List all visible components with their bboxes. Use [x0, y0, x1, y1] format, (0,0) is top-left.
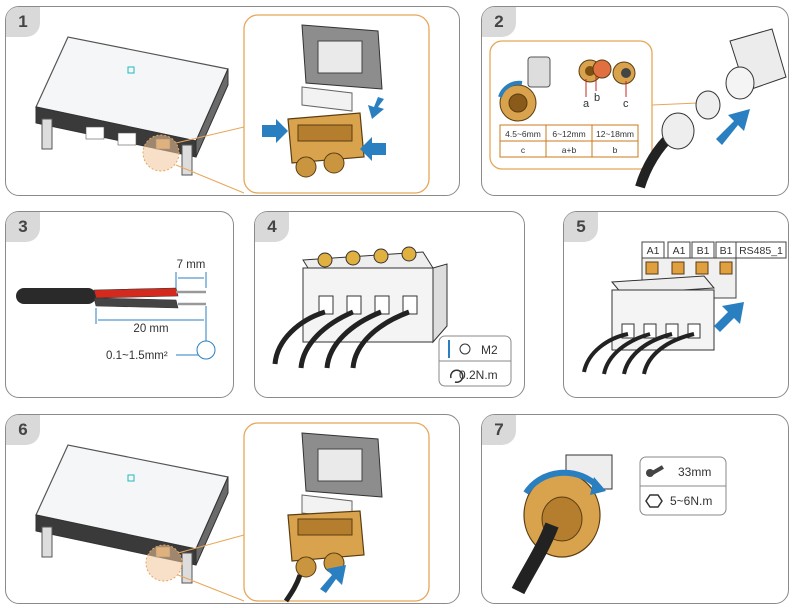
- table-header: 4.5~6mm: [505, 129, 541, 139]
- wires-icon: [582, 332, 695, 375]
- table-cell: a+b: [562, 145, 577, 155]
- screwdriver-size-label: M2: [481, 343, 498, 357]
- cable-assembly-icon: [635, 28, 787, 189]
- torque-icon: [450, 369, 464, 383]
- table-cell: c: [521, 145, 526, 155]
- hex-nut-icon: [645, 494, 663, 508]
- wires-icon: [272, 309, 410, 369]
- table-header: 12~18mm: [596, 129, 634, 139]
- step-7-panel: 7 33mm 5~6N.m: [481, 414, 789, 604]
- step-6-panel: 6: [5, 414, 460, 604]
- terminal-label: A1: [673, 245, 686, 257]
- port-label: RS485_1: [739, 245, 783, 257]
- step-3-panel: 3 7 mm 20 mm 0.1~1.5mm²: [5, 211, 234, 398]
- step-3-illustration: 7 mm 20 mm 0.1~1.5mm²: [16, 259, 216, 362]
- step-number: 6: [6, 415, 40, 445]
- screw-head-icon: [459, 343, 471, 355]
- step-number: 5: [564, 212, 598, 242]
- step-5-panel: 5 A1 A1 B1 B1 RS485_1: [563, 211, 789, 398]
- dimension-lines: [95, 272, 207, 324]
- rotate-arrow-icon: [523, 469, 601, 495]
- port-labels: [641, 241, 787, 259]
- step-number: 3: [6, 212, 40, 242]
- table-cell: b: [613, 145, 618, 155]
- terminal-label: B1: [720, 245, 733, 257]
- cable-gland-icon: [498, 56, 551, 122]
- step-number: 4: [255, 212, 289, 242]
- step-1-illustration: [35, 14, 430, 194]
- insert-arrow-icon: [714, 302, 744, 332]
- step-7-illustration: 33mm 5~6N.m: [511, 454, 727, 595]
- push-arrow-icon: [262, 97, 386, 161]
- seal-rings-icon: [578, 59, 636, 85]
- cross-section-label: 0.1~1.5mm²: [106, 350, 168, 362]
- zoom-highlight: [142, 134, 180, 172]
- terminal-label: A1: [647, 245, 660, 257]
- step-6-illustration: [35, 422, 430, 603]
- step-1-panel: 1: [5, 6, 460, 196]
- inverter-icon: [35, 36, 229, 176]
- wrench-icon: [646, 465, 664, 477]
- inverter-icon: [35, 444, 229, 584]
- torque-label: 0.2N.m: [459, 368, 498, 382]
- insert-arrow-icon: [716, 109, 750, 145]
- seal-selection-table: 4.5~6mm 6~12mm 12~18mm c a+b b: [499, 124, 639, 158]
- cross-section-callout: [176, 306, 216, 360]
- terminal-label: B1: [697, 245, 710, 257]
- connector-housing-icon: [283, 510, 365, 603]
- connector-housing-icon: [287, 112, 365, 178]
- stripped-cable-icon: [16, 287, 206, 309]
- wrench-size-label: 33mm: [678, 465, 711, 479]
- cover-plate-icon: [301, 24, 383, 112]
- step-4-illustration: M2 0.2N.m: [272, 246, 512, 387]
- cable-gland-icon: [511, 454, 613, 595]
- push-arrow-icon: [320, 565, 346, 593]
- strip-length-label: 7 mm: [177, 259, 206, 271]
- step-5-illustration: A1 A1 B1 B1 RS485_1: [582, 241, 787, 375]
- step-2-panel: 2 a b c 4.5~6mm 6~12mm 12~: [481, 6, 789, 196]
- zoom-highlight: [145, 544, 183, 582]
- step-number: 1: [6, 7, 40, 37]
- seal-label-b: b: [594, 92, 600, 104]
- step-number: 7: [482, 415, 516, 445]
- table-header: 6~12mm: [552, 129, 585, 139]
- seal-label-c: c: [623, 98, 629, 110]
- step-2-illustration: a b c 4.5~6mm 6~12mm 12~18mm c a+b b: [489, 28, 787, 189]
- torque-label: 5~6N.m: [670, 494, 712, 508]
- sheath-length-label: 20 mm: [133, 323, 168, 335]
- step-4-panel: 4 M2 0.2N.m: [254, 211, 525, 398]
- seal-label-a: a: [583, 98, 590, 110]
- step-number: 2: [482, 7, 516, 37]
- terminal-block-icon: [610, 275, 716, 351]
